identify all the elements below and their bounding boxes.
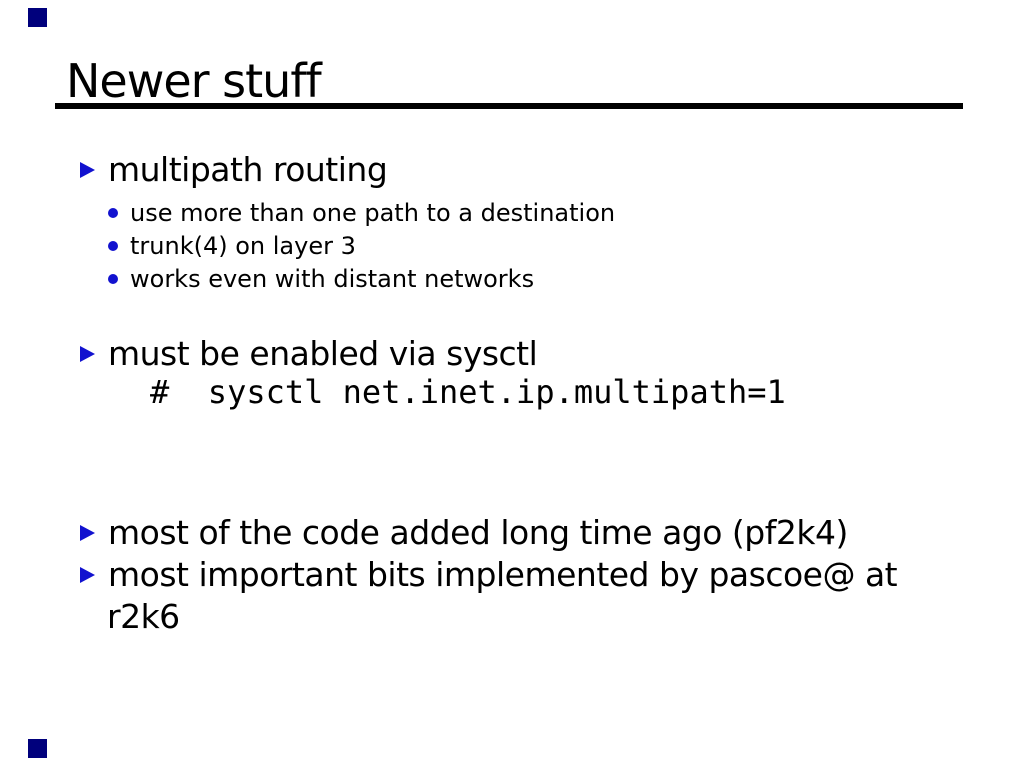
subbullet-label: use more than one path to a destination: [130, 199, 616, 227]
bullet-label: most important bits implemented by pasco…: [108, 555, 898, 594]
corner-marker-top-left: [28, 8, 47, 27]
bullet-label: multipath routing: [108, 150, 388, 189]
corner-marker-bottom-left: [28, 739, 47, 758]
dot-bullet-icon: [108, 274, 118, 284]
dot-bullet-icon: [108, 208, 118, 218]
bullet-label: must be enabled via sysctl: [108, 334, 538, 373]
dot-bullet-icon: [108, 241, 118, 251]
bullet-sysctl-enable: must be enabled via sysctl: [80, 334, 538, 374]
bullet-continuation-r2k6: r2k6: [107, 597, 180, 636]
triangle-bullet-icon: [80, 346, 95, 362]
bullet-code-added-pf2k4: most of the code added long time ago (pf…: [80, 513, 848, 553]
subbullet-label: works even with distant networks: [130, 265, 535, 293]
subbullet-distant-networks: works even with distant networks: [108, 264, 534, 294]
subbullet-use-more-paths: use more than one path to a destination: [108, 198, 615, 228]
triangle-bullet-icon: [80, 162, 95, 178]
sysctl-command-code: # sysctl net.inet.ip.multipath=1: [150, 373, 786, 411]
triangle-bullet-icon: [80, 525, 95, 541]
slide-title: Newer stuff: [66, 54, 322, 108]
subbullet-trunk-layer3: trunk(4) on layer 3: [108, 231, 356, 261]
triangle-bullet-icon: [80, 567, 95, 583]
title-underline: [55, 103, 963, 109]
bullet-multipath-routing: multipath routing: [80, 150, 388, 190]
bullet-pascoe-r2k6: most important bits implemented by pasco…: [80, 555, 898, 595]
bullet-label: most of the code added long time ago (pf…: [108, 513, 848, 552]
subbullet-label: trunk(4) on layer 3: [130, 232, 356, 260]
